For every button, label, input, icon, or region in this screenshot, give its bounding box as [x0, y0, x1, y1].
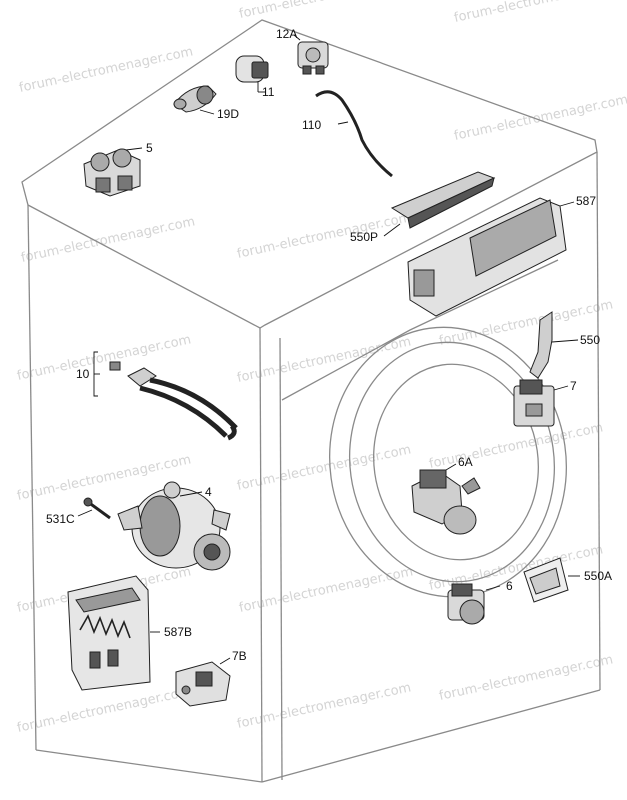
part-7b: [175, 657, 231, 707]
pressure-switch-12a: [293, 34, 329, 75]
callout-5: 5: [146, 141, 153, 155]
cabinet-outline: [21, 19, 601, 783]
drain-pump-6a: [411, 463, 481, 535]
heating-element-10: [93, 351, 238, 441]
door-handle-550: [529, 311, 579, 379]
control-board-587: [407, 197, 575, 317]
callout-110: 110: [302, 118, 321, 132]
module-board-587b: [67, 575, 160, 691]
watermark: forum-electromenager.com: [20, 214, 197, 266]
hose-110: [315, 90, 393, 178]
callout-19d: 19D: [217, 107, 239, 121]
callout-labels: 12A 11 19D 110 5 587 550P 550 7 10 4 531…: [46, 27, 612, 663]
capacitor-11: [235, 55, 269, 93]
drain-pump-6: [447, 583, 501, 625]
bolt-531c: [77, 497, 111, 520]
callout-550p: 550P: [350, 230, 378, 244]
watermark: forum-electromenager.com: [16, 684, 193, 736]
watermark: forum-electromenager.com: [438, 652, 615, 704]
callout-550: 550: [580, 333, 600, 347]
callout-6a: 6A: [458, 455, 473, 469]
part-19d: [173, 85, 217, 115]
watermark: forum-electromenager.com: [428, 420, 605, 472]
callout-6: 6: [506, 579, 513, 593]
drive-motor-4: [117, 481, 231, 571]
watermark: forum-electromenager.com: [236, 210, 413, 262]
inlet-valve-5: [83, 147, 143, 197]
watermark: forum-electromenager.com: [18, 44, 195, 96]
watermark: forum-electromenager.com: [236, 442, 413, 494]
watermark: forum-electromenager.com: [16, 332, 193, 384]
watermark: forum-electromenager.com: [453, 92, 627, 144]
callout-10: 10: [76, 367, 90, 381]
callout-587: 587: [576, 194, 596, 208]
callout-4: 4: [205, 485, 212, 499]
watermark: forum-electromenager.com: [238, 0, 415, 22]
watermark: forum-electromenager.com: [236, 334, 413, 386]
door-lock-7: [513, 379, 569, 427]
callout-7: 7: [570, 379, 577, 393]
watermark: forum-electromenager.com: [238, 564, 415, 616]
callout-550a: 550A: [584, 569, 612, 583]
watermark: forum-electromenager.com: [453, 0, 627, 26]
dispenser-drawer-550p: [383, 171, 496, 237]
callout-531c: 531C: [46, 512, 75, 526]
callout-7b: 7B: [232, 649, 247, 663]
callout-11: 11: [262, 85, 275, 99]
filter-cover-550a: [523, 557, 580, 603]
callout-12a: 12A: [276, 27, 297, 41]
callout-587b: 587B: [164, 625, 192, 639]
